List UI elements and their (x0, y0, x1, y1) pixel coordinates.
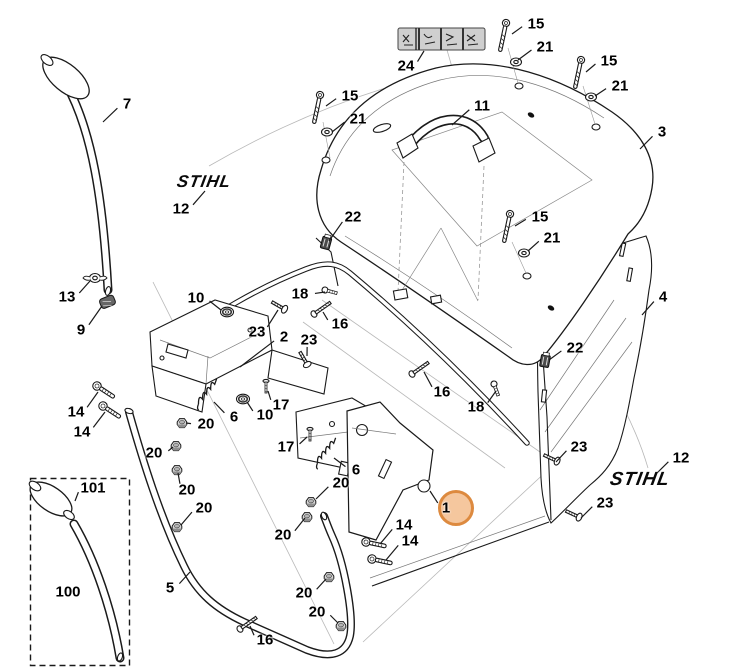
screw-16 (309, 299, 333, 319)
rivet-23 (563, 506, 584, 523)
washer-21 (509, 57, 523, 67)
grommet-10 (235, 393, 251, 405)
screw-15 (495, 18, 511, 53)
screw-15 (309, 90, 325, 125)
grommet-10 (219, 306, 235, 318)
fasteners (90, 18, 598, 634)
nut-20 (301, 512, 313, 523)
washer-21 (584, 92, 598, 102)
bolt-14 (96, 399, 124, 422)
wingnut-13 (82, 272, 108, 284)
latch-plate-1 (346, 401, 434, 541)
nut-20 (305, 497, 317, 508)
nut-20 (171, 522, 183, 533)
stihl-logo-right: STIHL (608, 469, 672, 490)
lid-handle-11 (392, 114, 496, 305)
clip-22 (319, 233, 334, 251)
bolt-14 (366, 553, 394, 568)
lower-frame-5 (124, 407, 355, 659)
bolt-18 (489, 379, 502, 398)
instruction-sticker-24 (397, 27, 486, 51)
plug-9 (99, 294, 116, 309)
spare-rod-100 (69, 519, 125, 663)
spare-parts-box (28, 477, 131, 667)
screw-15 (570, 55, 586, 90)
bolt-18 (320, 285, 339, 297)
spare-grip-101 (28, 480, 75, 521)
hand-rod-7 (40, 54, 113, 296)
nut-20 (323, 572, 335, 583)
washer-21 (320, 127, 334, 137)
rivet-23 (269, 297, 290, 315)
nut-20 (171, 465, 183, 476)
bolt-14 (90, 379, 118, 402)
washer-21 (517, 248, 531, 258)
stihl-logo-left: STIHL (175, 172, 233, 191)
nut-20 (335, 621, 347, 632)
nut-20 (176, 418, 188, 429)
screw-17 (262, 378, 270, 394)
nut-20 (170, 441, 182, 452)
